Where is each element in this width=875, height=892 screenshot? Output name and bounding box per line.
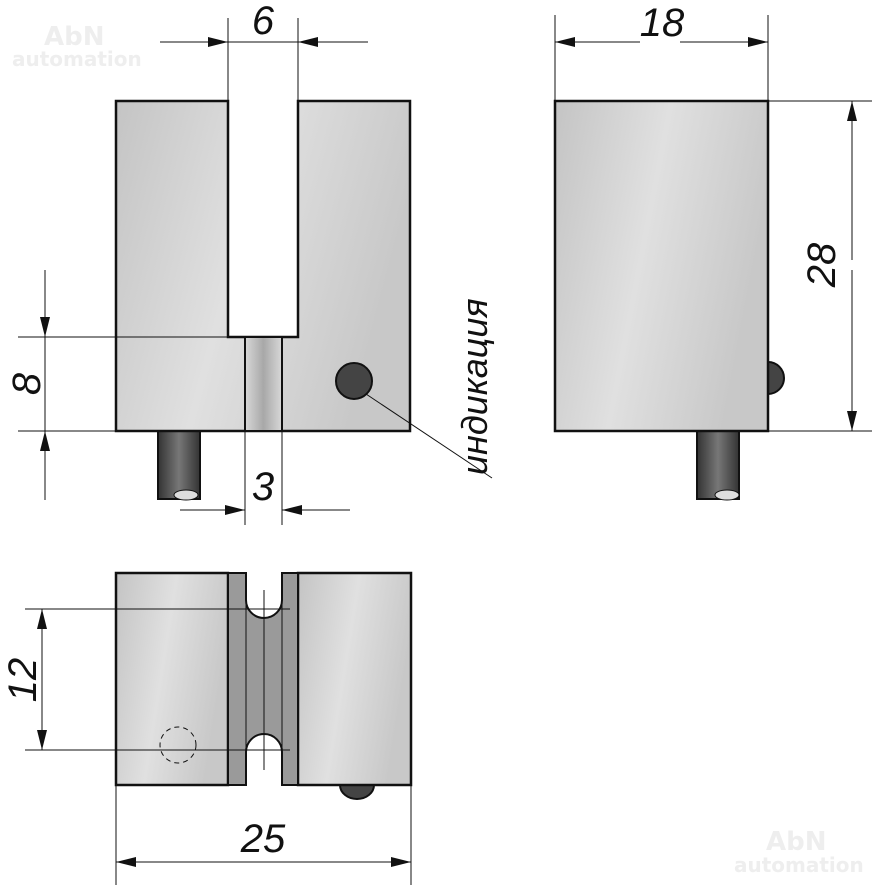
dimension-label: 6	[252, 0, 275, 43]
side-led	[767, 360, 785, 396]
front-view	[114, 99, 493, 501]
dimension-label: AbN	[766, 827, 827, 857]
drawing-line	[553, 99, 770, 433]
dimension-label: automation	[12, 47, 142, 71]
dimension-label: AbN	[44, 22, 105, 52]
drawing-line	[296, 571, 413, 787]
dimension-label: 12	[1, 658, 45, 703]
indication-label: индикация	[454, 298, 495, 475]
drawing-line	[227, 572, 299, 786]
dimension-label: 25	[240, 817, 286, 861]
hidden-led-outline	[159, 726, 197, 764]
side-view	[553, 99, 785, 501]
dimension-depth: 18	[554, 1, 769, 101]
front-cable	[157, 430, 201, 500]
dimension-label: automation	[734, 853, 864, 877]
led-indicator	[335, 362, 373, 400]
watermark-top-left: AbN automation	[12, 22, 142, 71]
watermark-bottom-right: AbN automation	[734, 827, 864, 877]
dimension-label: 3	[252, 465, 274, 509]
dimension-notch-spacing: 12	[1, 608, 290, 751]
drawing-line	[365, 393, 493, 479]
bottom-led	[338, 784, 376, 800]
dimension-slot-width: 6	[160, 0, 368, 101]
drawing-line	[114, 571, 230, 787]
groove	[244, 336, 283, 432]
cable-end	[173, 489, 199, 501]
dimension-height-to-slot: 8	[5, 270, 228, 500]
dimension-groove-width: 3	[180, 431, 350, 525]
bottom-view	[114, 571, 413, 800]
side-cable	[696, 430, 740, 500]
dimension-label: 18	[640, 1, 685, 45]
drawing-line	[714, 489, 740, 501]
dimension-length: 25	[115, 785, 412, 885]
dimension-height: 28	[768, 100, 872, 432]
dimension-label: 28	[800, 242, 844, 288]
dimension-label: 8	[5, 372, 49, 395]
